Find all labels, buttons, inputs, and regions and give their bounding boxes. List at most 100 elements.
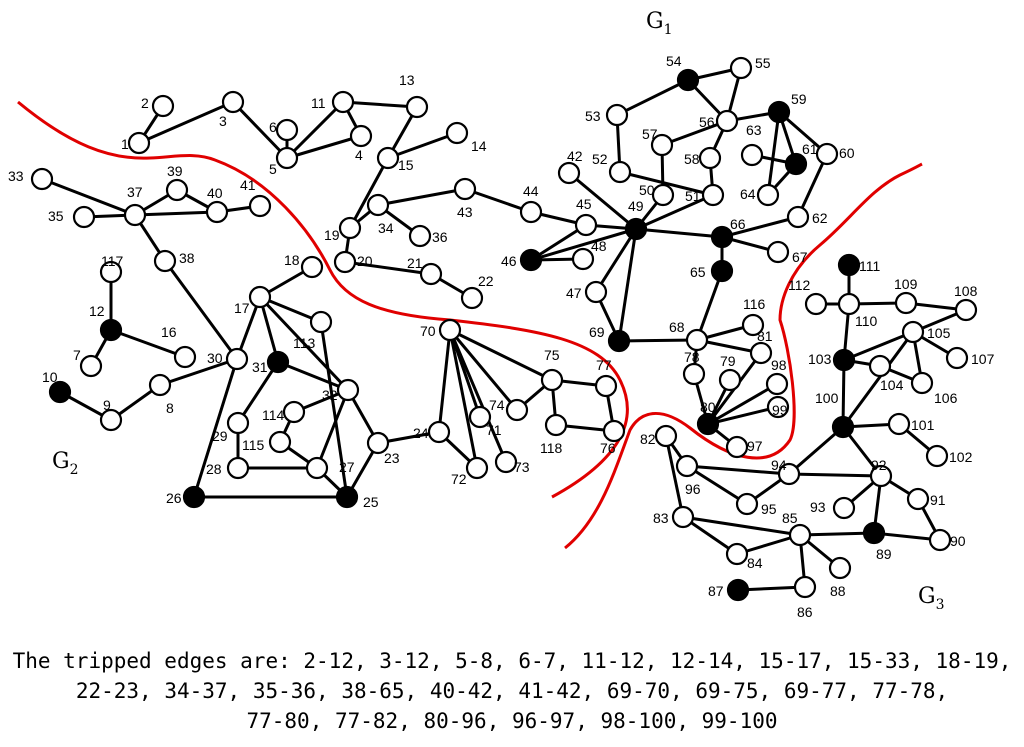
- node-label-75: 75: [544, 347, 560, 363]
- node-label-60: 60: [839, 145, 855, 161]
- node-marker-48: [571, 247, 595, 271]
- node-61: 61: [784, 141, 818, 176]
- node-label-15: 15: [398, 157, 414, 173]
- node-103: 103: [808, 348, 856, 372]
- node-110: 110: [837, 292, 878, 329]
- node-label-9: 9: [103, 397, 111, 413]
- node-label-28: 28: [206, 461, 222, 477]
- node-32: 32: [322, 378, 360, 403]
- node-marker-64: [756, 183, 780, 207]
- node-83: 83: [653, 505, 695, 529]
- node-marker-72: [465, 456, 489, 480]
- node-label-54: 54: [666, 53, 682, 69]
- node-label-30: 30: [207, 350, 223, 366]
- node-marker-35: [72, 205, 96, 229]
- node-marker-15: [376, 146, 400, 170]
- node-38: 38: [153, 249, 195, 273]
- node-marker-26: [182, 485, 206, 509]
- node-label-57: 57: [642, 126, 658, 142]
- edge-54-53: [615, 78, 690, 117]
- node-label-70: 70: [420, 323, 436, 339]
- node-label-51: 51: [685, 188, 701, 204]
- node-marker-87: [726, 578, 750, 602]
- node-marker-75: [540, 368, 564, 392]
- node-marker-85: [788, 523, 812, 547]
- edge-52-51: [618, 170, 715, 197]
- node-label-22: 22: [478, 273, 494, 289]
- node-marker-93: [832, 496, 856, 520]
- edge-103-105: [842, 330, 915, 362]
- edge-46-49: [529, 227, 638, 262]
- node-marker-37: [123, 203, 147, 227]
- node-96: 96: [675, 454, 701, 497]
- node-104: 104: [868, 354, 904, 393]
- node-marker-12: [99, 318, 123, 342]
- node-111: 111: [837, 253, 880, 277]
- node-marker-50: [651, 183, 675, 207]
- node-label-106: 106: [934, 390, 958, 406]
- node-marker-80: [696, 412, 720, 436]
- edge-100-105: [841, 330, 915, 429]
- node-marker-76: [602, 419, 626, 443]
- node-65: 65: [690, 259, 734, 283]
- node-marker-36: [408, 224, 432, 248]
- node-marker-113: [309, 310, 333, 334]
- node-label-32: 32: [322, 387, 338, 403]
- node-label-107: 107: [971, 351, 995, 367]
- node-86: 86: [793, 575, 817, 620]
- node-69: 69: [589, 324, 631, 353]
- node-21: 21: [407, 255, 443, 286]
- node-39: 39: [165, 163, 189, 202]
- edge-31-32: [276, 360, 350, 392]
- node-73: 73: [494, 450, 530, 475]
- node-114: 114: [262, 400, 306, 424]
- node-44: 44: [519, 183, 543, 224]
- edge-15-19: [348, 156, 390, 230]
- node-marker-111: [837, 253, 861, 277]
- node-label-73: 73: [514, 459, 530, 475]
- node-60: 60: [815, 142, 855, 166]
- node-80: 80: [696, 399, 720, 436]
- node-label-21: 21: [407, 255, 423, 271]
- node-label-26: 26: [166, 490, 182, 506]
- node-7: 7: [73, 347, 103, 378]
- node-label-88: 88: [830, 583, 846, 599]
- node-marker-84: [725, 542, 749, 566]
- edge-80-99: [706, 405, 780, 426]
- node-11: 11: [311, 90, 355, 114]
- node-label-63: 63: [746, 122, 762, 138]
- node-18: 18: [284, 252, 324, 279]
- node-78: 78: [682, 349, 706, 386]
- node-marker-10: [48, 380, 72, 404]
- node-2: 2: [141, 94, 175, 118]
- node-marker-56: [715, 109, 739, 133]
- node-label-62: 62: [812, 210, 828, 226]
- edge-34-43: [376, 187, 467, 207]
- edge-113-25: [319, 320, 349, 499]
- node-label-96: 96: [685, 481, 701, 497]
- node-marker-33: [30, 167, 54, 191]
- node-98: 98: [765, 357, 789, 396]
- node-label-87: 87: [708, 583, 724, 599]
- node-label-115: 115: [242, 437, 265, 453]
- node-113: 113: [293, 310, 333, 351]
- node-37: 37: [123, 184, 147, 227]
- node-label-72: 72: [451, 471, 467, 487]
- node-53: 53: [585, 103, 629, 127]
- node-105: 105: [901, 320, 951, 344]
- node-marker-114: [282, 400, 306, 424]
- node-29: 29: [212, 411, 250, 444]
- node-label-11: 11: [311, 95, 326, 111]
- node-marker-101: [887, 412, 911, 436]
- node-label-23: 23: [384, 450, 400, 466]
- node-marker-86: [793, 575, 817, 599]
- node-marker-24: [427, 420, 451, 444]
- node-marker-108: [954, 298, 978, 322]
- edge-66-62: [720, 215, 800, 239]
- node-marker-118: [544, 413, 568, 437]
- node-93: 93: [810, 496, 856, 520]
- node-label-19: 19: [324, 227, 340, 243]
- node-63: 63: [740, 122, 764, 167]
- node-109: 109: [894, 276, 918, 315]
- edge-86-87: [736, 585, 807, 592]
